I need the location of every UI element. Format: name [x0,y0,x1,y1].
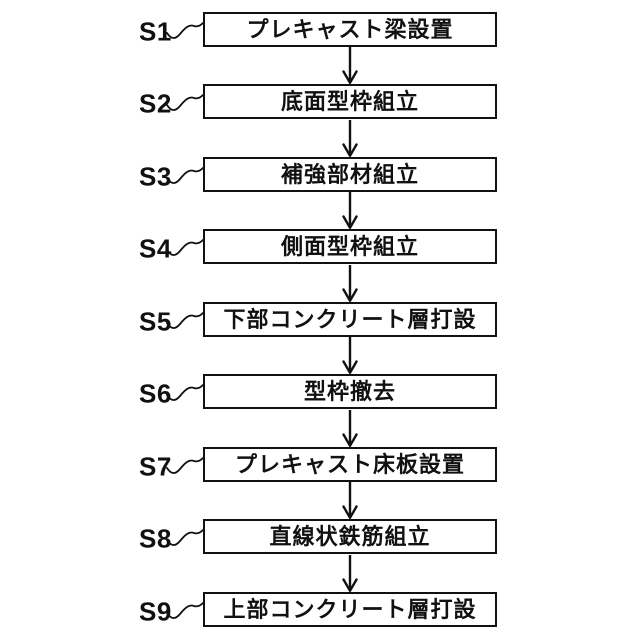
step-box: 型枠撤去 [203,374,497,409]
step-box: プレキャスト梁設置 [203,12,497,47]
step-label: S6 [139,378,172,408]
step-label: S8 [139,523,172,553]
step-row: S1 プレキャスト梁設置 [0,12,640,47]
flow-arrow-down [342,482,358,519]
step-box: 側面型枠組立 [203,229,497,264]
reference-squiggle-line [166,239,204,256]
step-row: S9 上部コンクリート層打設 [0,592,640,627]
flow-arrow-down [342,120,358,157]
step-label: S2 [139,88,172,118]
reference-squiggle-line [166,457,204,474]
step-row: S3 補強部材組立 [0,157,640,192]
flow-arrow-down [342,410,358,447]
step-label: S5 [139,306,172,336]
reference-squiggle-line [166,602,204,619]
flow-arrow-down [342,337,358,374]
step-row: S8 直線状鉄筋組立 [0,519,640,554]
flow-arrow-down [342,555,358,592]
step-box: プレキャスト床板設置 [203,447,497,482]
reference-squiggle-line [166,22,204,39]
step-label: S9 [139,596,172,626]
reference-squiggle-line [166,312,204,329]
step-row: S7 プレキャスト床板設置 [0,447,640,482]
step-box: 補強部材組立 [203,157,497,192]
reference-squiggle-line [166,529,204,546]
step-box: 底面型枠組立 [203,84,497,119]
step-box: 上部コンクリート層打設 [203,592,497,627]
reference-squiggle-line [166,167,204,184]
step-row: S4 側面型枠組立 [0,229,640,264]
step-row: S2 底面型枠組立 [0,84,640,119]
step-label: S4 [139,233,172,263]
step-box: 下部コンクリート層打設 [203,302,497,337]
reference-squiggle-line [166,94,204,111]
reference-squiggle-line [166,384,204,401]
step-row: S5 下部コンクリート層打設 [0,302,640,337]
flow-arrow-down [342,265,358,302]
step-label: S7 [139,451,172,481]
step-label: S1 [139,16,172,46]
step-row: S6 型枠撤去 [0,374,640,409]
step-box: 直線状鉄筋組立 [203,519,497,554]
step-label: S3 [139,161,172,191]
flow-arrow-down [342,192,358,229]
flow-arrow-down [342,47,358,84]
